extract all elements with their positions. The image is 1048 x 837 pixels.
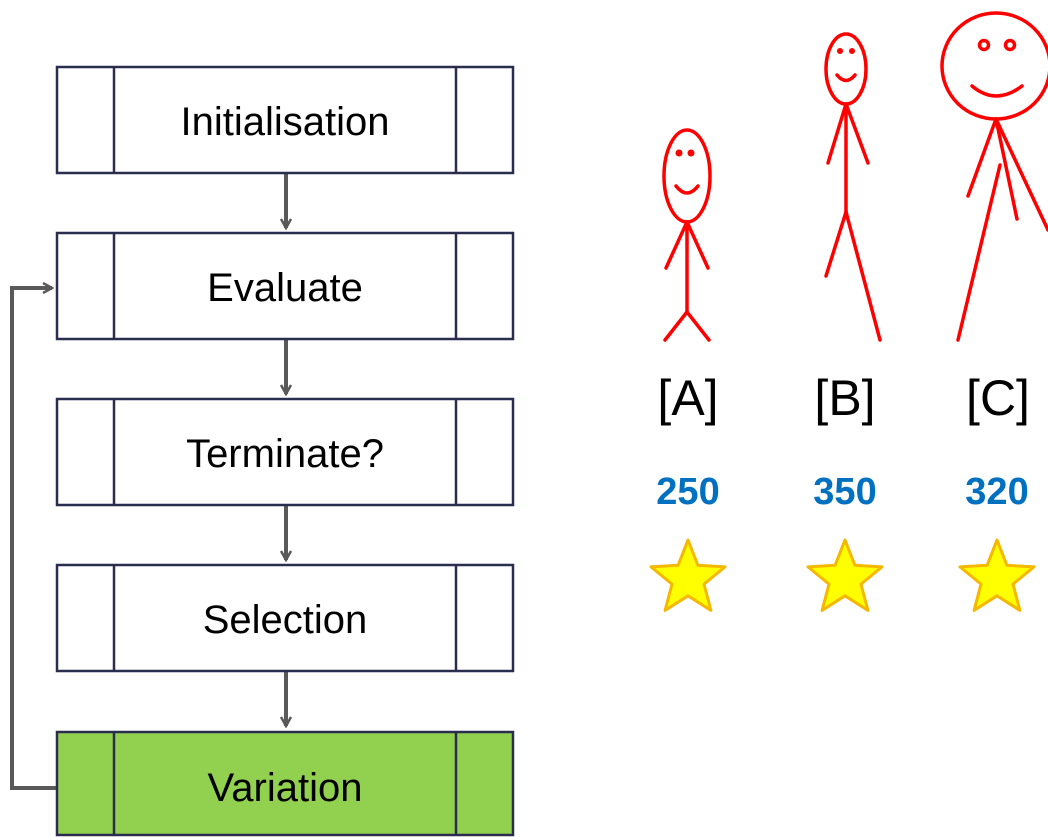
- candidate-score: 350: [813, 471, 876, 513]
- step-label-terminate: Terminate?: [186, 432, 384, 476]
- candidate-b: [B] 350: [806, 32, 884, 612]
- step-label-initialisation: Initialisation: [180, 100, 389, 144]
- step-box-variation: Variation: [55, 730, 515, 837]
- candidates: [A] 250 [B] 350: [649, 11, 1048, 612]
- star-icon: [806, 538, 884, 612]
- candidate-label: [B]: [814, 370, 875, 426]
- step-label-selection: Selection: [203, 598, 368, 642]
- stick-figure-icon: [824, 32, 882, 342]
- candidate-c: [C] 320: [940, 11, 1048, 612]
- stick-figure-icon: [940, 11, 1048, 342]
- step-label-evaluate: Evaluate: [207, 266, 363, 310]
- candidate-label: [C]: [966, 370, 1030, 426]
- step-box-terminate: Terminate?: [55, 397, 515, 507]
- stick-figure-icon: [662, 128, 712, 342]
- star-icon: [958, 538, 1036, 612]
- step-box-selection: Selection: [55, 563, 515, 673]
- step-label-variation: Variation: [208, 766, 363, 810]
- flowchart: Initialisation Evaluate Terminate? Selec…: [10, 65, 515, 837]
- star-icon: [649, 538, 727, 612]
- flow-connectors: [10, 173, 286, 790]
- candidate-a: [A] 250: [649, 128, 727, 612]
- candidate-score: 320: [965, 471, 1028, 513]
- loop-back-arrow: [10, 288, 57, 790]
- candidate-score: 250: [656, 471, 719, 513]
- candidate-label: [A]: [657, 370, 718, 426]
- step-box-evaluate: Evaluate: [55, 231, 515, 341]
- step-box-initialisation: Initialisation: [55, 65, 515, 175]
